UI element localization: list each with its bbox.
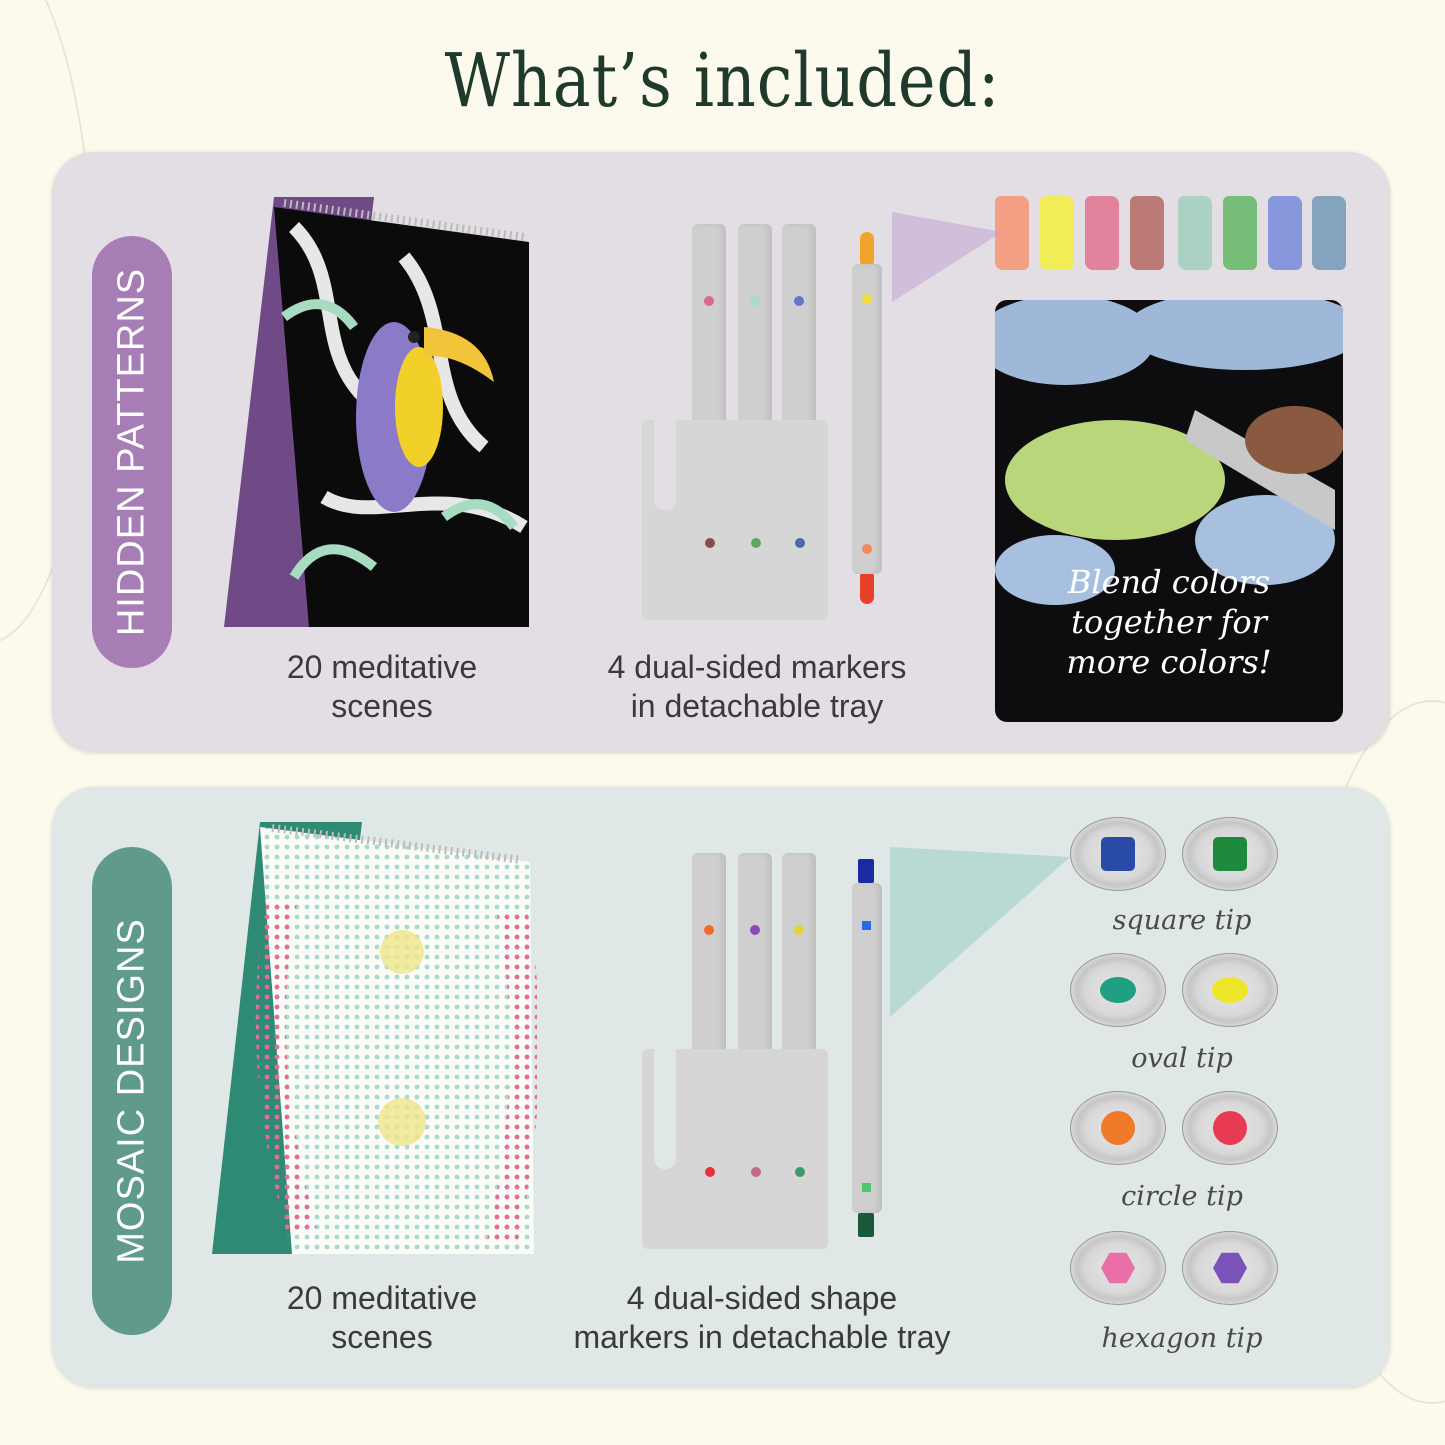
color-dot bbox=[862, 921, 871, 930]
color-dot bbox=[704, 296, 714, 306]
book-caption: 20 meditative scenes bbox=[232, 648, 532, 726]
caption-line: markers in detachable tray bbox=[573, 1319, 951, 1355]
color-dot bbox=[795, 538, 805, 548]
marker-set bbox=[642, 224, 882, 624]
caption-line: 20 meditative bbox=[286, 649, 478, 685]
color-dot bbox=[750, 925, 760, 935]
markers-caption: 4 dual-sided markers in detachable tray bbox=[557, 648, 957, 726]
callout-line: together for bbox=[1071, 603, 1267, 641]
color-dot bbox=[794, 925, 804, 935]
detachable-tray bbox=[642, 420, 828, 620]
color-dot bbox=[794, 296, 804, 306]
section-label-pill: HIDDEN PATTERNS bbox=[92, 236, 172, 668]
single-shape-marker bbox=[852, 883, 882, 1213]
swatch bbox=[1178, 196, 1212, 270]
color-dot bbox=[751, 538, 761, 548]
blend-colors-photo: Blend colors together for more colors! bbox=[995, 300, 1343, 722]
caption-line: scenes bbox=[331, 688, 433, 724]
oval-tip-label: oval tip bbox=[1131, 1043, 1233, 1074]
square-tip-label: square tip bbox=[1112, 905, 1252, 936]
section-label: MOSAIC DESIGNS bbox=[110, 918, 153, 1264]
swatch bbox=[1085, 196, 1119, 270]
hexagon-tip-pink bbox=[1070, 1231, 1166, 1305]
single-marker bbox=[852, 264, 882, 574]
hexagon-tip-purple bbox=[1182, 1231, 1278, 1305]
shape-marker-set bbox=[642, 853, 882, 1253]
mosaic-designs-panel: MOSAIC DESIGNS 20 meditative scenes bbox=[52, 787, 1390, 1387]
blend-callout: Blend colors together for more colors! bbox=[995, 562, 1343, 682]
circle-tip-red bbox=[1182, 1091, 1278, 1165]
swatch bbox=[1268, 196, 1302, 270]
color-dot bbox=[751, 1167, 761, 1177]
color-dot bbox=[862, 1183, 871, 1192]
caption-line: in detachable tray bbox=[630, 688, 884, 724]
color-dot bbox=[750, 296, 760, 306]
book-caption: 20 meditative scenes bbox=[232, 1279, 532, 1357]
caption-line: 4 dual-sided shape bbox=[626, 1280, 898, 1316]
callout-line: more colors! bbox=[1066, 643, 1272, 681]
sketchbook-image bbox=[212, 822, 540, 1262]
color-dot bbox=[862, 544, 872, 554]
square-tip-blue bbox=[1070, 817, 1166, 891]
oval-tip-yellow bbox=[1182, 953, 1278, 1027]
hexagon-tip-label: hexagon tip bbox=[1101, 1323, 1263, 1354]
section-label-pill: MOSAIC DESIGNS bbox=[92, 847, 172, 1335]
swatch bbox=[1312, 196, 1346, 270]
color-dot bbox=[705, 538, 715, 548]
hidden-patterns-panel: HIDDEN PATTERNS 20 meditative scenes bbox=[52, 152, 1390, 752]
square-tip-green bbox=[1182, 817, 1278, 891]
circle-tip-label: circle tip bbox=[1121, 1181, 1243, 1212]
detachable-tray bbox=[642, 1049, 828, 1249]
color-dot bbox=[795, 1167, 805, 1177]
sketchbook-image bbox=[224, 197, 534, 627]
caption-line: scenes bbox=[331, 1319, 433, 1355]
caption-line: 4 dual-sided markers bbox=[607, 649, 907, 685]
callout-line: Blend colors bbox=[1067, 563, 1271, 601]
color-dot bbox=[862, 294, 872, 304]
caption-line: 20 meditative bbox=[286, 1280, 478, 1316]
oval-tip-teal bbox=[1070, 953, 1166, 1027]
page-title: What’s included: bbox=[444, 38, 1001, 124]
swatch bbox=[1040, 196, 1074, 270]
swatch bbox=[1223, 196, 1257, 270]
markers-caption: 4 dual-sided shape markers in detachable… bbox=[522, 1279, 1002, 1357]
section-label: HIDDEN PATTERNS bbox=[110, 267, 153, 637]
tip-shapes: square tip oval tip circle tip hexagon t… bbox=[1062, 817, 1302, 1377]
color-dot bbox=[704, 925, 714, 935]
swatch bbox=[1130, 196, 1164, 270]
color-dot bbox=[705, 1167, 715, 1177]
circle-tip-orange bbox=[1070, 1091, 1166, 1165]
